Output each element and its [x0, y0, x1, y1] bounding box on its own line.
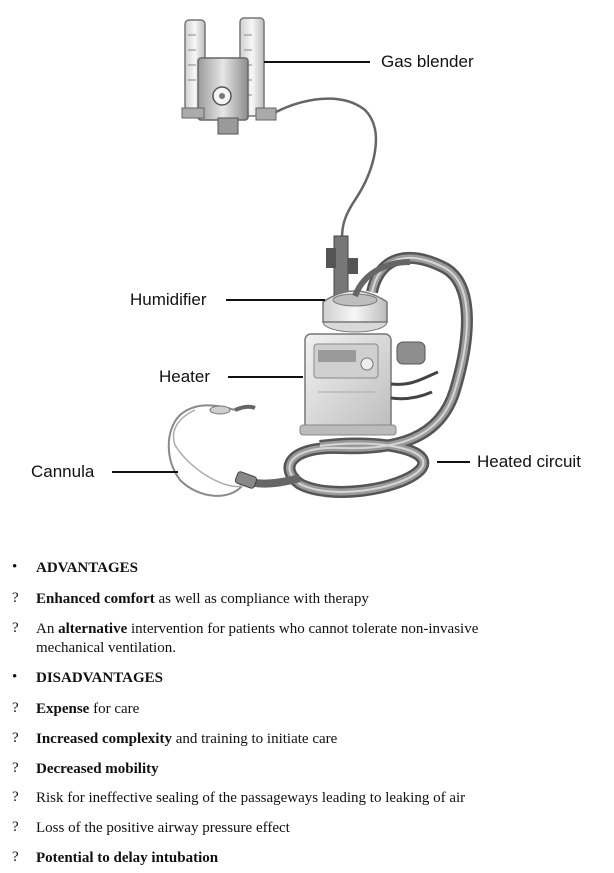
list-marker: ? [12, 730, 19, 746]
gas-blender-label: Gas blender [381, 52, 474, 71]
disadvantage-emphasis: Decreased mobility [36, 761, 159, 777]
disadvantage-emphasis: Increased complexity [36, 731, 172, 747]
nasal-cannula [167, 404, 258, 497]
disadvantage-text: Risk for ineffective sealing of the pass… [36, 790, 466, 806]
humidifier-label: Humidifier [130, 290, 207, 309]
heater-unit [299, 333, 439, 436]
disadvantages-heading: DISADVANTAGES [36, 670, 163, 686]
disadvantage-detail: for care [89, 701, 140, 717]
disadvantage-text: Potential to delay intubation [36, 849, 536, 868]
advantage-detail: intervention for patients who cannot tol… [36, 621, 479, 656]
bullet-marker: • [12, 669, 18, 685]
list-marker: ? [12, 760, 19, 776]
list-marker: ? [12, 849, 19, 865]
list-marker: ? [12, 819, 19, 835]
advantage-detail: as well as compliance with therapy [154, 591, 369, 607]
advantage-text: Enhanced comfort as well as compliance w… [36, 590, 536, 609]
bullet-marker: • [12, 559, 18, 575]
disadvantage-text: Expense for care [36, 700, 536, 719]
advantage-emphasis: alternative [58, 621, 128, 637]
list-marker: ? [12, 590, 19, 606]
list-marker: ? [12, 789, 19, 805]
advantage-text: An alternative intervention for patients… [36, 620, 536, 658]
list-marker: ? [12, 700, 19, 716]
heated-circuit-label: Heated circuit [477, 452, 581, 471]
advantage-prefix: An [36, 621, 59, 637]
advantages-heading: ADVANTAGES [36, 560, 138, 576]
disadvantage-text: Increased complexity and training to ini… [36, 730, 536, 749]
oxygen-tube [275, 97, 378, 239]
advantage-emphasis: Enhanced comfort [36, 591, 155, 607]
device-figure: Gas blender Humidifier Heater Cannula He… [31, 17, 581, 498]
gas-blender-device [181, 17, 277, 135]
list-marker: ? [12, 620, 19, 636]
disadvantage-emphasis: Expense [36, 701, 90, 717]
cannula-label: Cannula [31, 462, 95, 481]
disadvantage-text: Loss of the positive airway pressure eff… [36, 820, 290, 836]
humidifier-chamber [322, 235, 388, 333]
disadvantage-text: Decreased mobility [36, 760, 536, 779]
heater-label: Heater [159, 367, 211, 386]
disadvantage-emphasis: Potential to delay intubation [36, 850, 219, 866]
device-illustration [112, 17, 473, 498]
disadvantage-detail: and training to initiate care [171, 731, 338, 747]
